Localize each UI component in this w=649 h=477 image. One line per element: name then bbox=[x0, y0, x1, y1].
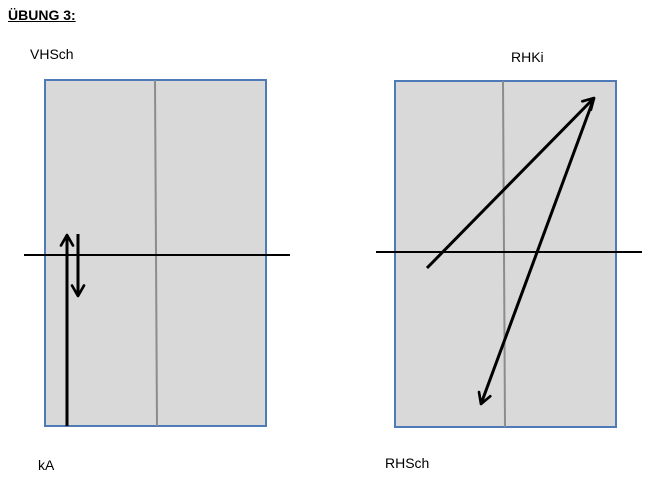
right-center-line bbox=[502, 80, 506, 428]
right-diagonal-arrow-down bbox=[477, 97, 596, 406]
left-center-line bbox=[154, 79, 158, 427]
right-panel bbox=[376, 80, 642, 428]
right-diagonal-arrow-up bbox=[425, 96, 596, 270]
label-rhsch: RHSch bbox=[385, 455, 430, 471]
left-panel bbox=[24, 79, 290, 427]
label-rhki: RHKi bbox=[511, 49, 544, 65]
label-ka: kA bbox=[38, 457, 55, 473]
label-vhsch: VHSch bbox=[30, 46, 74, 62]
exercise-heading: ÜBUNG 3: bbox=[8, 7, 76, 23]
